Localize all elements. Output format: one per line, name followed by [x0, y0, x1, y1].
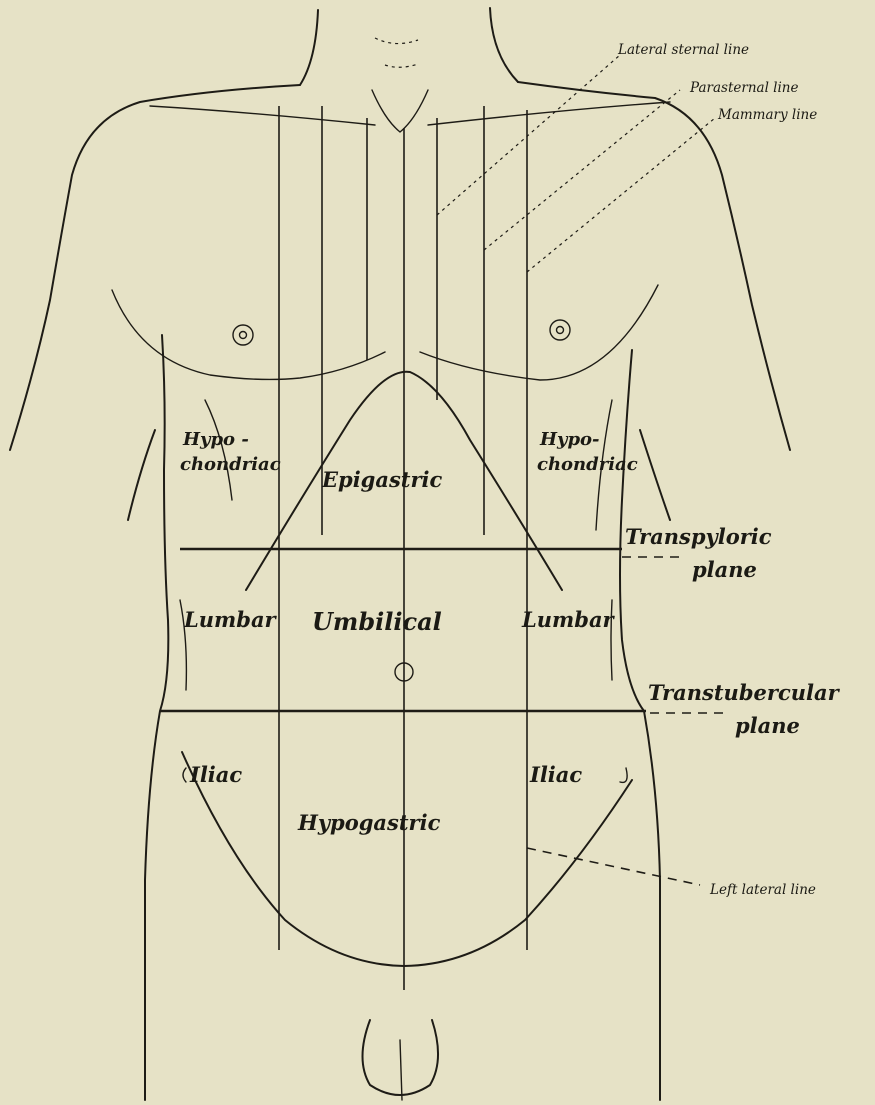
left-clavicle: [428, 102, 670, 125]
label-umbilical: Umbilical: [312, 607, 442, 636]
label-iliac-right: Iliac: [189, 762, 242, 787]
label-transpyloric: Transpyloric: [625, 524, 772, 549]
label-hypochondriac-right-1: Hypo -: [182, 429, 249, 450]
left-shoulder-outline: [518, 82, 790, 450]
label-hypochondriac-left-1: Hypo-: [539, 429, 600, 450]
left-nipple: [550, 320, 570, 340]
neck-right-outline: [490, 8, 518, 82]
label-left-lateral: Left lateral line: [709, 882, 816, 898]
left-lateral-leader: [527, 848, 700, 885]
right-nipple: [233, 325, 253, 345]
right-clavicle: [150, 106, 375, 125]
label-transpyloric-plane: plane: [692, 557, 757, 582]
label-hypochondriac-right-2: chondriac: [180, 454, 281, 475]
left-arm-inner: [640, 430, 670, 520]
genital-midline: [400, 1040, 402, 1100]
label-iliac-left: Iliac: [529, 762, 582, 787]
label-hypochondriac-left-2: chondriac: [537, 454, 638, 475]
right-nipple-center: [240, 332, 247, 339]
left-pectoral: [420, 285, 658, 380]
lateral-sternal-leader: [437, 55, 620, 215]
mammary-leader: [527, 118, 715, 272]
label-hypogastric: Hypogastric: [297, 810, 441, 835]
label-lumbar-right: Lumbar: [183, 607, 278, 632]
clavicle-notch: [372, 90, 428, 132]
label-parasternal: Parasternal line: [689, 80, 799, 96]
right-pectoral: [112, 290, 385, 379]
label-lumbar-left: Lumbar: [521, 607, 616, 632]
hypochondriac-hatch-right: [205, 400, 232, 500]
label-epigastric: Epigastric: [321, 467, 443, 492]
throat-mark-2: [385, 64, 418, 67]
left-iliac-spine: [620, 768, 627, 782]
throat-mark: [375, 38, 418, 44]
parasternal-leader: [484, 90, 680, 250]
right-iliac-spine: [183, 768, 186, 782]
right-shoulder-outline: [10, 85, 300, 450]
label-transtubercular-plane: plane: [735, 713, 800, 738]
right-arm-inner: [128, 430, 155, 520]
neck-left-outline: [300, 10, 318, 85]
label-mammary: Mammary line: [717, 107, 817, 123]
label-transtubercular: Transtubercular: [648, 680, 841, 705]
label-lateral-sternal: Lateral sternal line: [617, 42, 749, 58]
left-nipple-center: [557, 327, 564, 334]
